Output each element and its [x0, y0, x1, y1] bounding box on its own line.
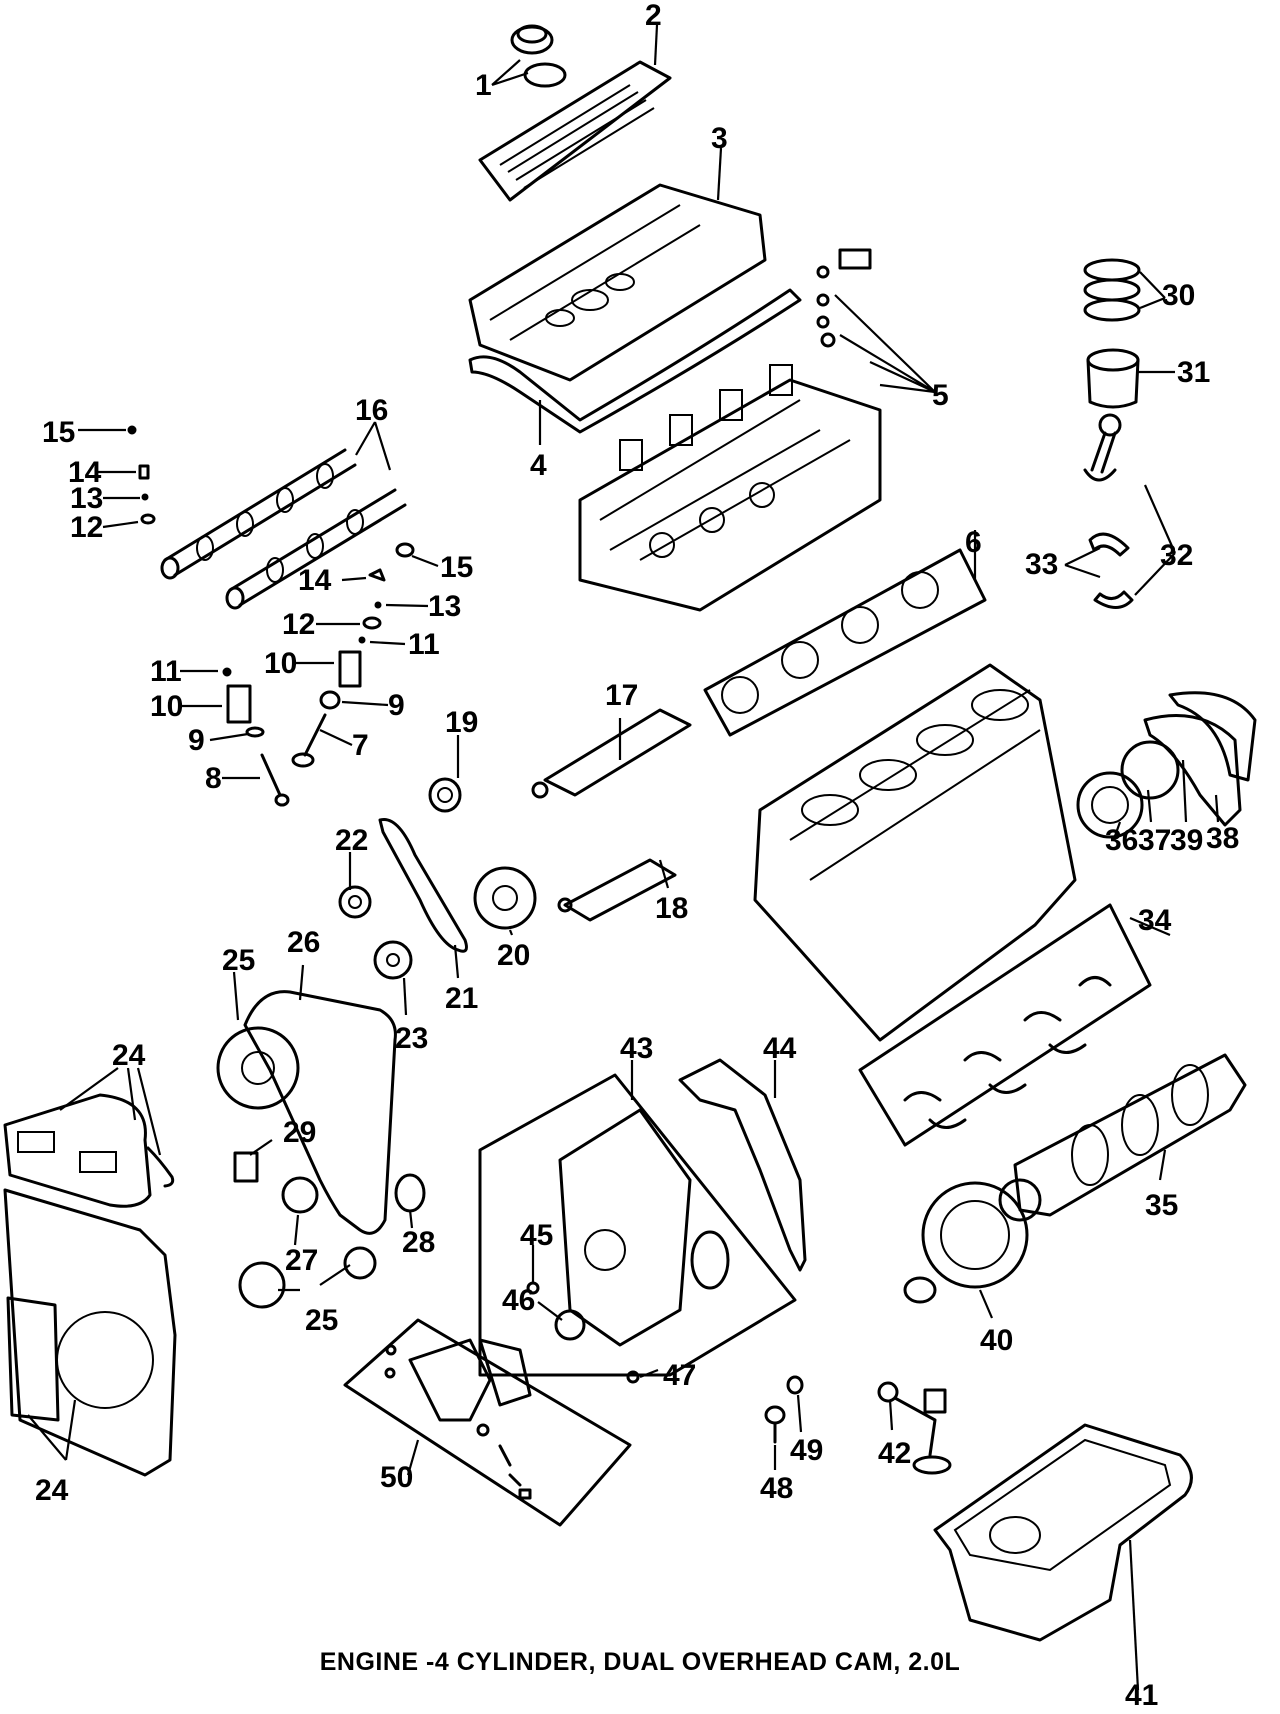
- camshafts: [160, 448, 407, 610]
- main-bearings: [858, 903, 1152, 1147]
- callout-11a: 11: [150, 655, 182, 688]
- oil-pickup: [877, 1381, 952, 1475]
- callout-22: 22: [335, 824, 368, 857]
- callout-36: 36: [1105, 824, 1138, 857]
- callout-labels: 1 2 3 4 5 6 30 31 32 33 16 15 14 13 12 1…: [35, 0, 1239, 1712]
- sensor-and-plugs: [816, 248, 872, 348]
- callout-40: 40: [980, 1324, 1013, 1357]
- callout-48: 48: [760, 1472, 793, 1505]
- valves: [260, 713, 327, 807]
- callout-6: 6: [965, 526, 982, 559]
- callout-50: 50: [380, 1461, 413, 1494]
- sprocket-20: [473, 866, 537, 930]
- callout-46: 46: [502, 1284, 535, 1317]
- callout-29: 29: [283, 1116, 316, 1149]
- callout-38: 38: [1206, 822, 1239, 855]
- callout-35: 35: [1145, 1189, 1178, 1222]
- callout-10b: 10: [264, 647, 297, 680]
- valve-train-small-parts: [127, 425, 415, 738]
- callout-44: 44: [763, 1032, 797, 1065]
- callout-4: 4: [530, 449, 547, 482]
- engine-cover: [478, 60, 672, 202]
- callout-2: 2: [645, 0, 662, 32]
- diagram-caption: ENGINE -4 CYLINDER, DUAL OVERHEAD CAM, 2…: [319, 1648, 961, 1676]
- callout-20: 20: [497, 939, 530, 972]
- head-gasket: [703, 548, 987, 737]
- front-cover-gasket: [678, 1058, 807, 1272]
- callout-37: 37: [1138, 824, 1171, 857]
- valve-cover-gasket: [468, 288, 802, 434]
- callout-3: 3: [711, 122, 728, 155]
- balancer-housing-kit: [343, 1318, 632, 1527]
- callout-7: 7: [352, 729, 369, 762]
- callout-19: 19: [445, 706, 478, 739]
- callout-26: 26: [287, 926, 320, 959]
- piston: [1086, 348, 1140, 409]
- leader-lines: [27, 24, 1220, 1691]
- callout-45: 45: [520, 1219, 553, 1252]
- idler-23: [373, 940, 413, 980]
- callout-9b: 9: [388, 689, 405, 722]
- balance-shafts: [531, 708, 692, 922]
- rear-seal-parts: [1076, 691, 1257, 839]
- rod-bearings: [1088, 532, 1134, 609]
- callout-43: 43: [620, 1032, 653, 1065]
- oil-filler-cap: [510, 24, 567, 88]
- callout-18: 18: [655, 892, 688, 925]
- callout-14b: 14: [298, 564, 332, 597]
- callout-23: 23: [395, 1022, 428, 1055]
- callout-16: 16: [355, 394, 388, 427]
- callout-9a: 9: [188, 724, 205, 757]
- callout-30: 30: [1162, 279, 1195, 312]
- callout-13a: 13: [70, 482, 103, 515]
- oil-pump-housing: [526, 1108, 730, 1347]
- piston-rings: [1083, 258, 1141, 322]
- crankshaft: [998, 1053, 1247, 1222]
- callout-33: 33: [1025, 548, 1058, 581]
- connecting-rod: [1083, 413, 1122, 482]
- callout-42: 42: [878, 1437, 911, 1470]
- callout-10a: 10: [150, 690, 183, 723]
- callout-47: 47: [663, 1359, 696, 1392]
- crank-pulley: [903, 1181, 1029, 1304]
- callout-27: 27: [285, 1244, 318, 1277]
- callout-11b: 11: [408, 628, 440, 661]
- callout-13b: 13: [428, 590, 461, 623]
- cam-sprocket: [216, 1026, 300, 1110]
- callout-15a: 15: [42, 416, 75, 449]
- timing-belt: [243, 990, 397, 1235]
- callout-14a: 14: [68, 456, 102, 489]
- timing-parts: [233, 1151, 426, 1309]
- sprocket-19: [428, 777, 462, 813]
- bolts-48-49: [626, 1370, 804, 1444]
- front-cover-kit-frame: [478, 1073, 797, 1377]
- callout-39: 39: [1170, 824, 1203, 857]
- valve-cover: [468, 183, 767, 382]
- callout-24a: 24: [112, 1039, 146, 1072]
- callout-32: 32: [1160, 539, 1193, 572]
- callout-31: 31: [1177, 356, 1210, 389]
- callout-12a: 12: [70, 511, 103, 544]
- callout-12b: 12: [282, 608, 315, 641]
- cylinder-block: [753, 663, 1077, 1042]
- idler-22: [338, 885, 372, 919]
- oil-seal-46: [554, 1309, 586, 1341]
- cylinder-head: [578, 364, 882, 612]
- callout-41: 41: [1125, 1679, 1158, 1712]
- callout-25a: 25: [222, 944, 255, 977]
- callout-17: 17: [605, 679, 638, 712]
- callout-28: 28: [402, 1226, 435, 1259]
- balance-belt: [378, 817, 468, 953]
- callout-25b: 25: [305, 1304, 338, 1337]
- callout-15b: 15: [440, 551, 473, 584]
- callout-5: 5: [932, 379, 949, 412]
- callout-49: 49: [790, 1434, 823, 1467]
- callout-24b: 24: [35, 1474, 69, 1507]
- callout-21: 21: [445, 982, 478, 1015]
- callout-1: 1: [475, 69, 492, 102]
- oil-pan: [933, 1423, 1193, 1642]
- callout-34: 34: [1138, 904, 1172, 937]
- callout-8: 8: [205, 762, 222, 795]
